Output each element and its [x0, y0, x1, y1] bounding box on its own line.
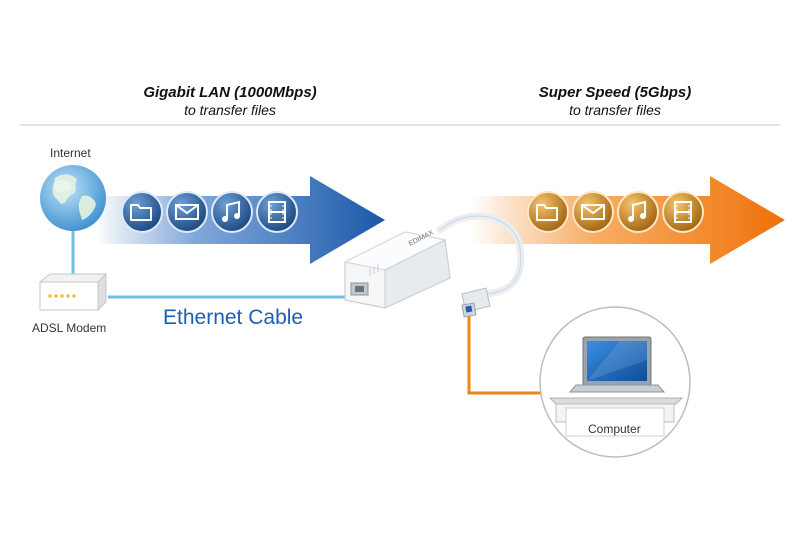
computer-icon [539, 306, 691, 458]
usb-heading: Super Speed (5Gbps) to transfer files [500, 84, 730, 118]
lan-heading-title: Gigabit LAN (1000Mbps) [143, 84, 317, 101]
computer-label: Computer [588, 422, 641, 436]
usb-plug [461, 287, 491, 318]
internet-label: Internet [50, 146, 91, 160]
envelope-icon [166, 191, 208, 233]
usb-heading-title: Super Speed (5Gbps) [538, 84, 692, 101]
folder-icon [527, 191, 569, 233]
lan-heading-subtitle: to transfer files [184, 102, 276, 118]
lan-heading: Gigabit LAN (1000Mbps) to transfer files [110, 84, 350, 118]
film-icon [662, 191, 704, 233]
usb-icon-group [527, 191, 704, 233]
envelope-icon [572, 191, 614, 233]
music-note-icon [211, 191, 253, 233]
globe-icon [40, 165, 106, 231]
film-icon [256, 191, 298, 233]
usb-ethernet-adapter: EDIMAX [343, 229, 451, 309]
usb-heading-subtitle: to transfer files [569, 102, 661, 118]
folder-icon [121, 191, 163, 233]
music-note-icon [617, 191, 659, 233]
lan-icon-group [121, 191, 298, 233]
modem-label: ADSL Modem [32, 321, 107, 335]
modem-icon [38, 272, 108, 312]
ethernet-cable-label: Ethernet Cable [163, 306, 304, 329]
